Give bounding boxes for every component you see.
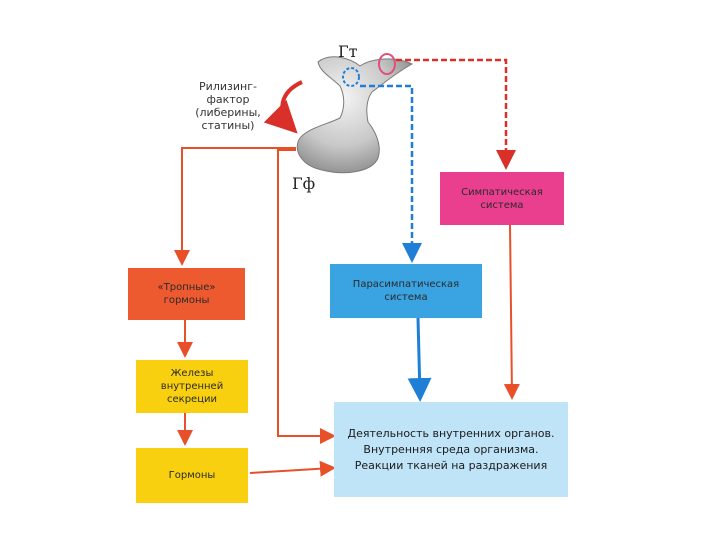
- pituitary-organs-path: [277, 149, 336, 444]
- organs-activity-box: Деятельность внутренних органов. Внутрен…: [334, 402, 568, 497]
- parasympathetic-organs-arrow: [407, 317, 432, 402]
- tropic-hormones-box: «Тропные» гормоны: [128, 268, 245, 320]
- hormones-organs-arrow: [249, 460, 336, 477]
- pituitary-label: Гф: [292, 174, 316, 193]
- releasing-factor-label: Рилизинг-фактор (либерины, статины): [195, 80, 261, 132]
- releasing-factor-arrow: [263, 80, 303, 134]
- sympathetic-organs-arrow: [503, 224, 520, 400]
- endocrine-glands-box: Железы внутренней секреции: [136, 360, 248, 413]
- sympathetic-system-box: Симпатическая система: [440, 172, 564, 225]
- hypothalamus-parasympathetic-path: [360, 84, 422, 263]
- pituitary-tropic-path: [174, 147, 296, 266]
- parasympathetic-nucleus-icon: [342, 67, 360, 87]
- hormones-box: Гормоны: [136, 448, 248, 503]
- parasympathetic-system-box: Парасимпатическая система: [330, 264, 482, 318]
- hypothalamus-sympathetic-path: [396, 58, 516, 170]
- hypothalamus-label: Гт: [338, 42, 358, 61]
- sympathetic-nucleus-icon: [378, 53, 396, 75]
- hypothalamus-pituitary-shape: [296, 56, 414, 174]
